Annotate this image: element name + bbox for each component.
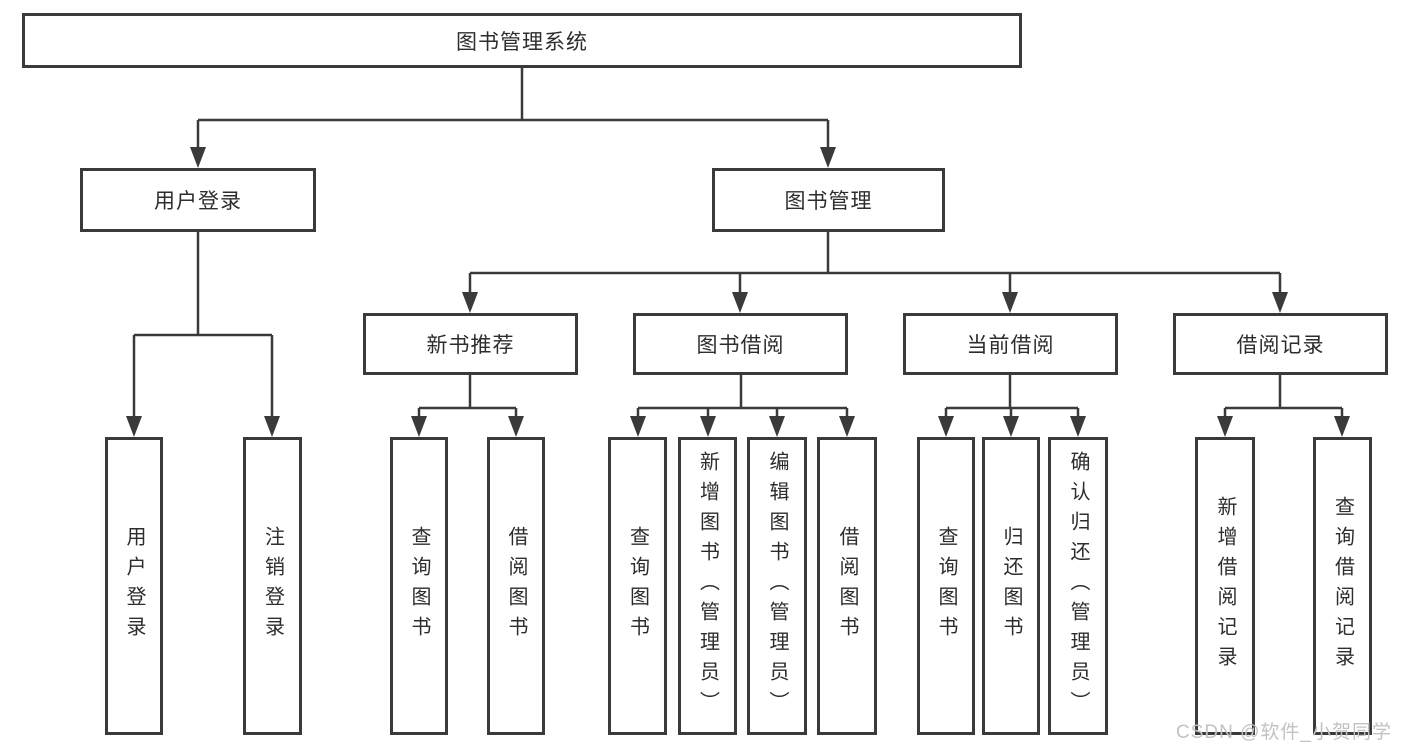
node-user-login: 用户登录 (80, 168, 316, 232)
connector-book-management-to-level3 (468, 232, 1282, 293)
connector-book-borrow-to-leaves (636, 375, 849, 417)
connector-borrow-records-to-leaves (1223, 375, 1344, 417)
node-borrow-records: 借阅记录 (1173, 313, 1388, 375)
node-root-library-system: 图书管理系统 (22, 13, 1022, 68)
node-new-book-recommend: 新书推荐 (363, 313, 578, 375)
connector-new-books-to-leaves (417, 375, 518, 417)
leaf-add-books-admin: 新增图书（管理员） (678, 437, 737, 735)
arrowheads-book-borrow-to-leaves (630, 416, 855, 437)
connector-user-login-to-leaves (132, 232, 274, 417)
leaf-query-books-current: 查询图书 (917, 437, 975, 735)
leaf-return-books: 归还图书 (982, 437, 1040, 735)
arrowheads-current-borrow-to-leaves (938, 416, 1086, 437)
leaf-borrow-books-new: 借阅图书 (487, 437, 545, 735)
arrowheads-book-management-to-level3 (462, 292, 1288, 313)
leaf-query-books-new: 查询图书 (390, 437, 448, 735)
node-current-borrow: 当前借阅 (903, 313, 1118, 375)
connector-current-borrow-to-leaves (944, 375, 1080, 417)
leaf-logout-login: 注销登录 (243, 437, 302, 735)
node-book-management: 图书管理 (712, 168, 945, 232)
arrowheads-new-books-to-leaves (411, 416, 524, 437)
arrowheads-root-to-level2 (190, 147, 836, 168)
leaf-add-borrow-record: 新增借阅记录 (1195, 437, 1255, 735)
node-book-borrow: 图书借阅 (633, 313, 848, 375)
csdn-watermark: CSDN @软件_小贺同学 (1176, 722, 1392, 743)
leaf-confirm-return-admin: 确认归还（管理员） (1048, 437, 1108, 735)
leaf-query-books-borrow: 查询图书 (608, 437, 667, 735)
leaf-user-login: 用户登录 (105, 437, 163, 735)
arrowheads-user-login-to-leaves (126, 416, 280, 437)
connector-root-to-level2 (196, 68, 830, 148)
arrowheads-borrow-records-to-leaves (1217, 416, 1350, 437)
leaf-query-borrow-record: 查询借阅记录 (1313, 437, 1372, 735)
leaf-edit-books-admin: 编辑图书（管理员） (747, 437, 807, 735)
leaf-borrow-books-borrow: 借阅图书 (817, 437, 877, 735)
